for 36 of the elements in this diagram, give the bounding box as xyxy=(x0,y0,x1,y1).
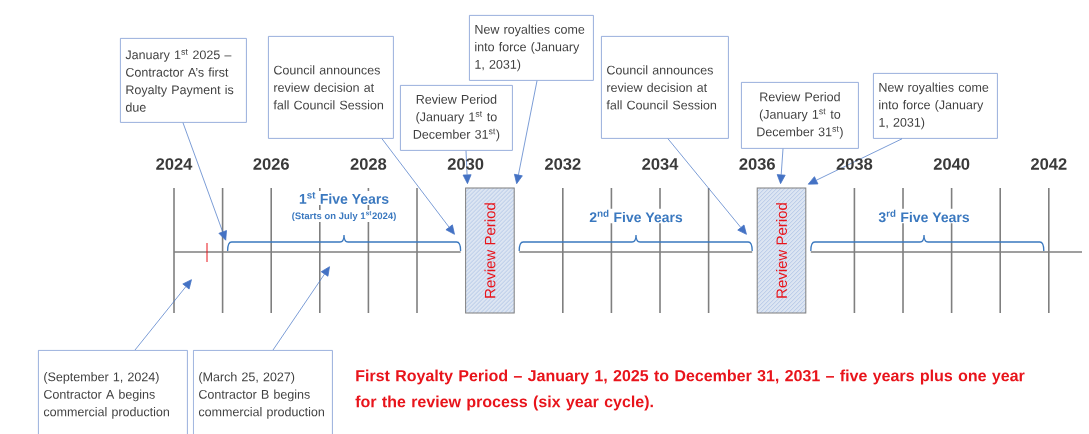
year-label: 2032 xyxy=(545,158,581,170)
year-label: 2038 xyxy=(836,158,873,170)
leader-arrow xyxy=(381,138,455,235)
leader-arrow xyxy=(272,266,330,351)
leader-arrow xyxy=(462,150,472,184)
node-label: 2$^{nd}$ Five Years xyxy=(589,209,683,223)
node-label: 3$^{rd}$ Five Years xyxy=(878,209,970,223)
year-label: 2040 xyxy=(933,158,970,170)
brace: 1$^{st}$ Five Years (Starts on July 1$^{st}$2024) xyxy=(226,191,462,252)
callout-box: Review Period (January 1$^{st}$ to December 31$^{st}$) xyxy=(741,82,859,149)
year-label: 2026 xyxy=(253,158,289,170)
leader-arrow xyxy=(514,80,538,184)
year-label: 2034 xyxy=(642,158,679,170)
leader-arrow xyxy=(807,138,903,185)
leader-arrow xyxy=(776,148,786,184)
year-label: 2030 xyxy=(447,158,484,170)
year-label: 2024 xyxy=(156,158,193,170)
callout-box: Council announces review decision at fall Council Session xyxy=(601,36,729,139)
callout-box: (September 1, 2024) Contractor A begins commercial production xyxy=(38,350,188,434)
year-label: 2036 xyxy=(739,158,775,170)
callout-box: Council announces review decision at fall Council Session xyxy=(268,36,394,139)
callout-box: January 1$^{st}$ 2025 – Contractor A’s first Royalty Payment is due xyxy=(120,38,247,123)
leader-arrow xyxy=(667,138,747,235)
review-band: Review Period xyxy=(756,187,807,314)
leader-arrow xyxy=(134,279,192,351)
brace: 3$^{rd}$ Five Years xyxy=(810,208,1045,252)
year-label: 2028 xyxy=(350,158,387,170)
brace: 2$^{nd}$ Five Years xyxy=(518,208,753,252)
callout-box: New royalties come into force (January 1, 2031) xyxy=(873,73,998,139)
summary-note: First Royalty Period – January 1, 2025 to December 31, 2031 – five years plus one year for the review process (six year cycle). xyxy=(355,369,1025,411)
review-band: Review Period xyxy=(465,187,515,314)
year-label: 2042 xyxy=(1031,158,1067,170)
callout-box: New royalties come into force (January 1, 2031) xyxy=(469,15,594,81)
callout-box: Review Period (January 1$^{st}$ to December 31$^{st}$) xyxy=(400,85,513,151)
leader-arrow xyxy=(182,122,227,241)
callout-box: (March 25, 2027) Contractor B begins commercial production xyxy=(193,350,333,434)
